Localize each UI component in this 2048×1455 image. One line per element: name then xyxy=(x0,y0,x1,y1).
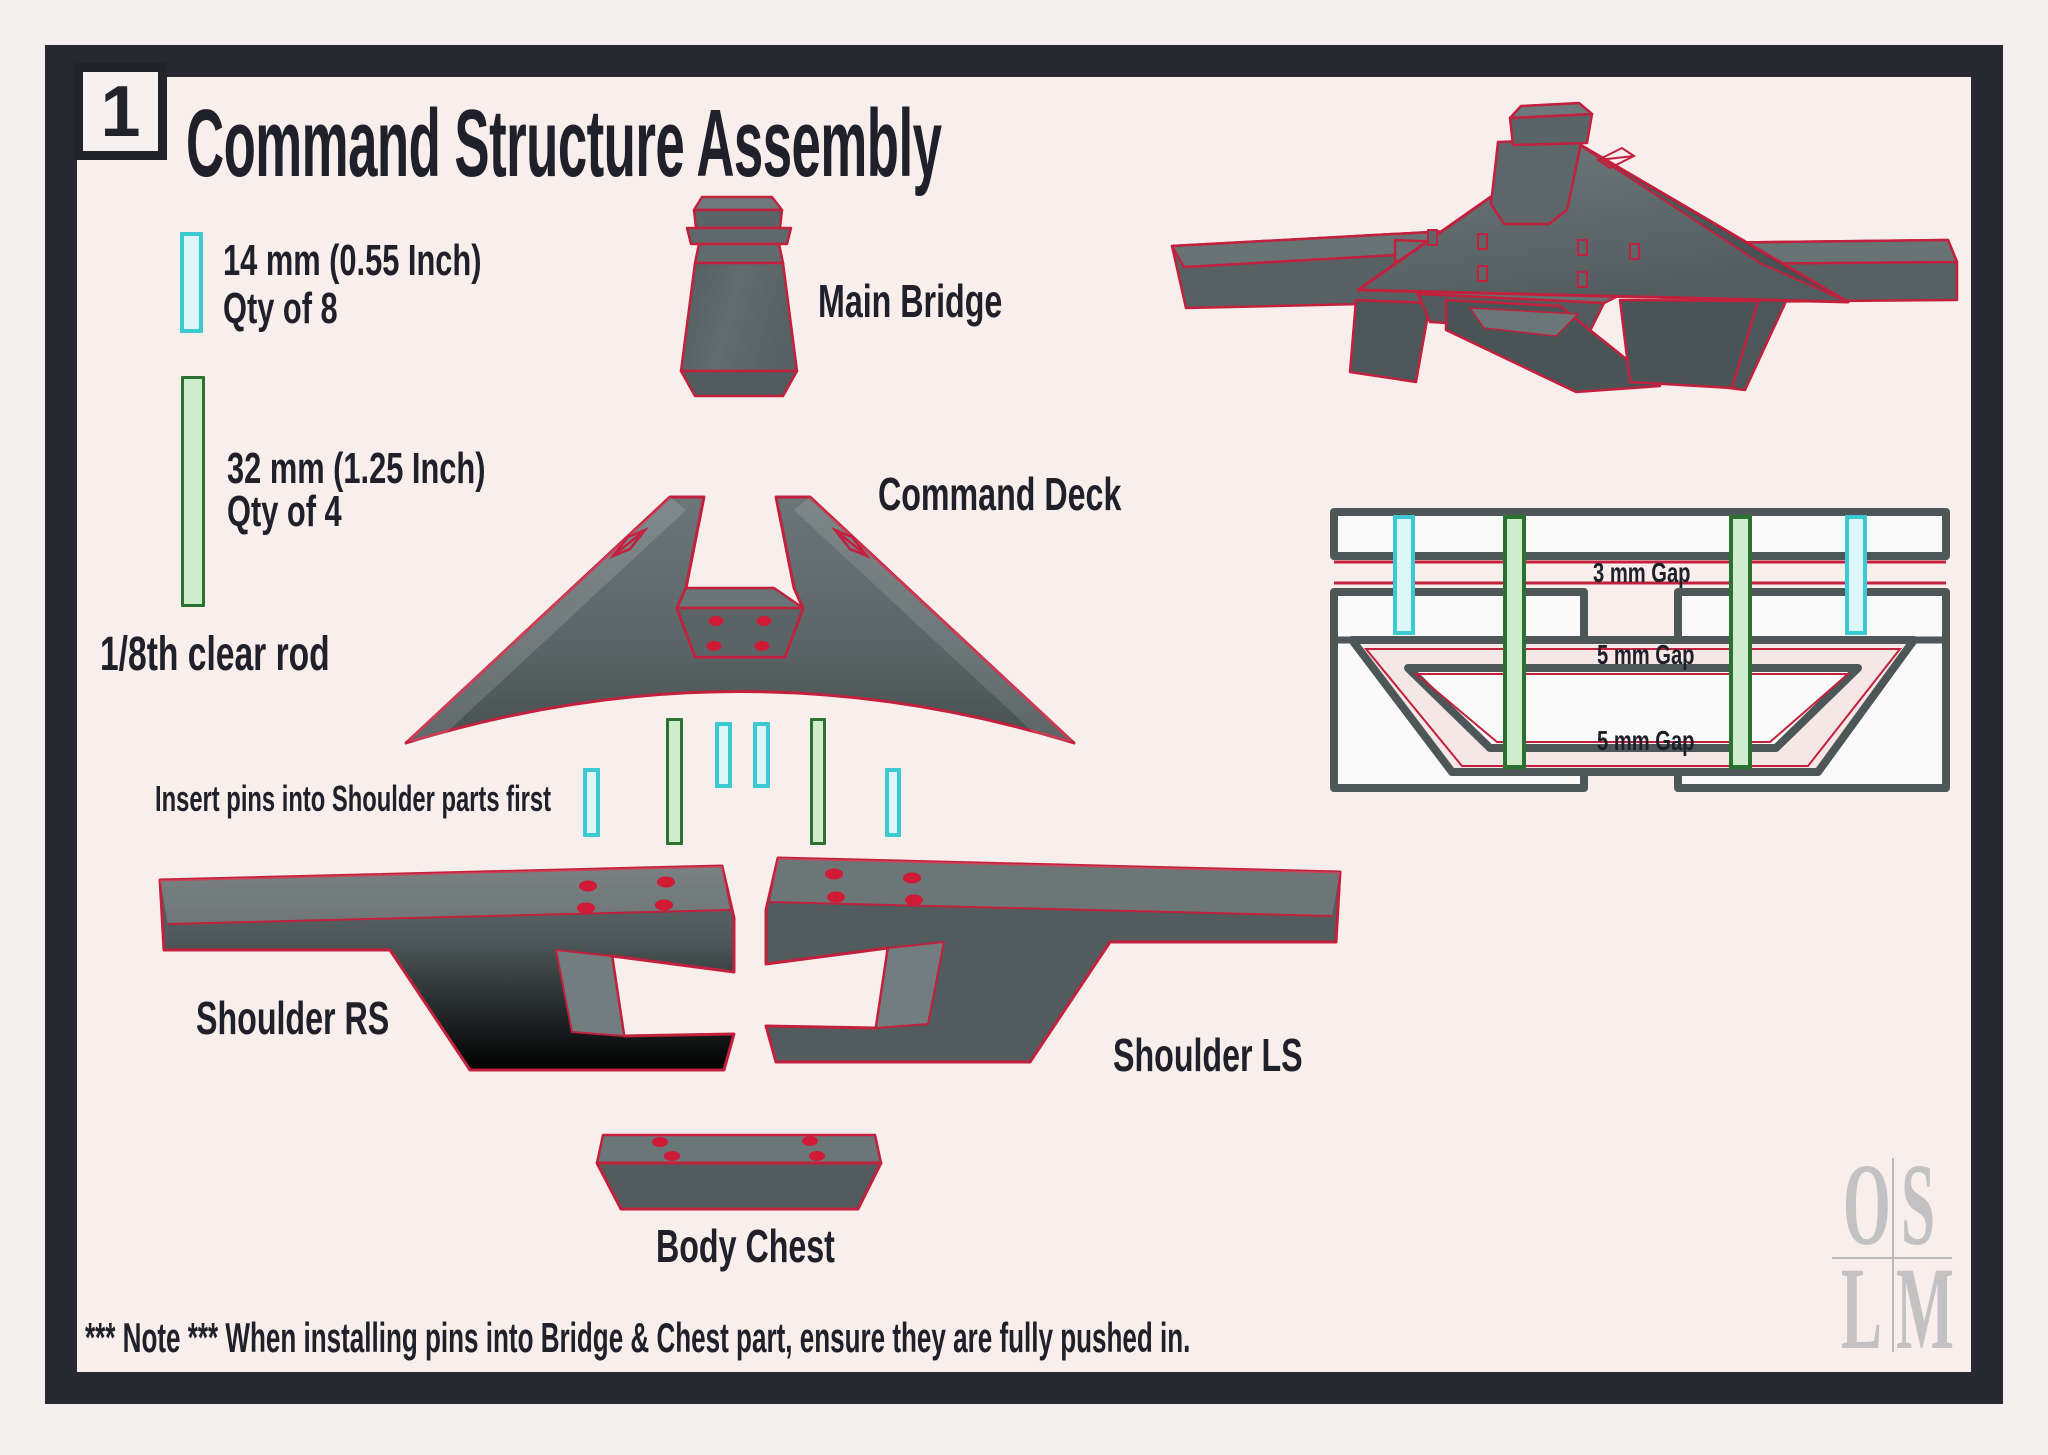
command-deck-label: Command Deck xyxy=(878,468,1122,520)
logo-letter-o: O xyxy=(1843,1139,1891,1270)
body-chest-label: Body Chest xyxy=(656,1220,835,1272)
gap-label-5mm-mid: 5 mm Gap xyxy=(1597,639,1695,670)
page-title: Command Structure Assembly xyxy=(186,90,942,197)
cross-section-diagram xyxy=(1330,508,1950,792)
legend-pin-32mm-label-line2: Qty of 4 xyxy=(227,487,342,536)
pin-green-row-2 xyxy=(810,718,826,845)
logo-divider-horizontal xyxy=(1832,1257,1952,1259)
assembled-view-illustration xyxy=(1170,101,1959,394)
gap-label-5mm-bottom: 5 mm Gap xyxy=(1597,725,1695,756)
shoulder-ls-illustration xyxy=(764,856,1342,1064)
gap-label-3mm: 3 mm Gap xyxy=(1593,557,1691,588)
shoulder-ls-label: Shoulder LS xyxy=(1113,1029,1303,1081)
main-bridge-label: Main Bridge xyxy=(818,275,1003,327)
legend-pin-14mm xyxy=(180,232,203,333)
logo-letter-s: S xyxy=(1901,1139,1936,1270)
pin-cyan-row-2 xyxy=(715,722,732,788)
step-number: 1 xyxy=(100,71,141,152)
command-deck-illustration xyxy=(404,495,1076,746)
main-bridge-illustration xyxy=(679,195,799,398)
pin-cyan-row-4 xyxy=(885,768,901,837)
logo-letter-l: L xyxy=(1841,1243,1882,1374)
logo-divider-vertical xyxy=(1892,1158,1894,1352)
pin-green-row-1 xyxy=(666,718,683,845)
pin-cyan-row-3 xyxy=(753,722,770,788)
legend-pin-32mm xyxy=(181,376,205,607)
shoulder-rs-illustration xyxy=(158,864,736,1072)
step-number-box: 1 xyxy=(74,63,167,160)
insert-pins-instruction: Insert pins into Shoulder parts first xyxy=(155,778,552,819)
legend-pin-14mm-label-line2: Qty of 8 xyxy=(223,284,338,333)
pin-cyan-row-1 xyxy=(583,768,600,837)
shoulder-rs-label: Shoulder RS xyxy=(196,992,390,1044)
legend-pin-14mm-label-line1: 14 mm (0.55 Inch) xyxy=(223,236,482,285)
logo-letter-m: M xyxy=(1896,1243,1954,1374)
body-chest-illustration xyxy=(595,1133,883,1211)
legend-pin-32mm-label-line1: 32 mm (1.25 Inch) xyxy=(227,444,486,493)
assembly-note: *** Note *** When installing pins into B… xyxy=(85,1314,1191,1361)
clear-rod-note: 1/8th clear rod xyxy=(100,628,330,681)
